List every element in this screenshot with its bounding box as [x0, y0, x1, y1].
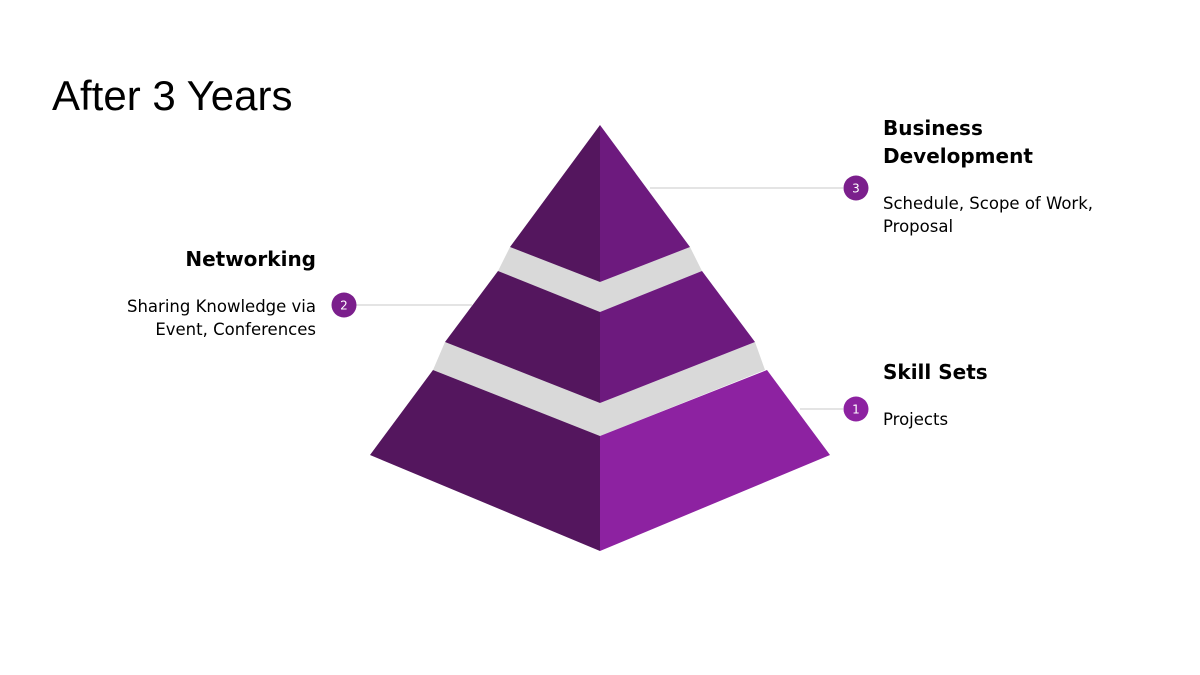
separator-band-lower	[433, 342, 765, 436]
slide-title: After 3 Years	[52, 72, 293, 119]
level-3-heading: Business Development	[883, 116, 1033, 168]
separator-band-upper	[498, 247, 702, 312]
level-2-description: Sharing Knowledge via Event, Conferences	[127, 297, 316, 339]
level-3-label: Business Development Schedule, Scope of …	[883, 114, 1123, 238]
badge-2: 2	[331, 292, 357, 318]
svg-text:2: 2	[340, 299, 348, 313]
tier-2-left-face	[445, 271, 600, 403]
tier-1-left-face	[370, 370, 600, 551]
badge-3: 3	[843, 175, 869, 201]
level-1-heading: Skill Sets	[883, 360, 988, 384]
level-2-label: Networking Sharing Knowledge via Event, …	[90, 245, 316, 341]
level-2-heading: Networking	[185, 247, 316, 271]
svg-text:3: 3	[852, 182, 860, 196]
level-1-label: Skill Sets Projects	[883, 358, 1123, 431]
tier-1-right-face	[600, 370, 830, 551]
tier-3-right-face	[600, 125, 690, 282]
svg-text:1: 1	[852, 403, 860, 417]
level-1-description: Projects	[883, 410, 949, 429]
tier-2-right-face	[600, 271, 755, 403]
tier-3-left-face	[510, 125, 600, 282]
level-3-description: Schedule, Scope of Work, Proposal	[883, 194, 1093, 236]
badge-1: 1	[843, 396, 869, 422]
